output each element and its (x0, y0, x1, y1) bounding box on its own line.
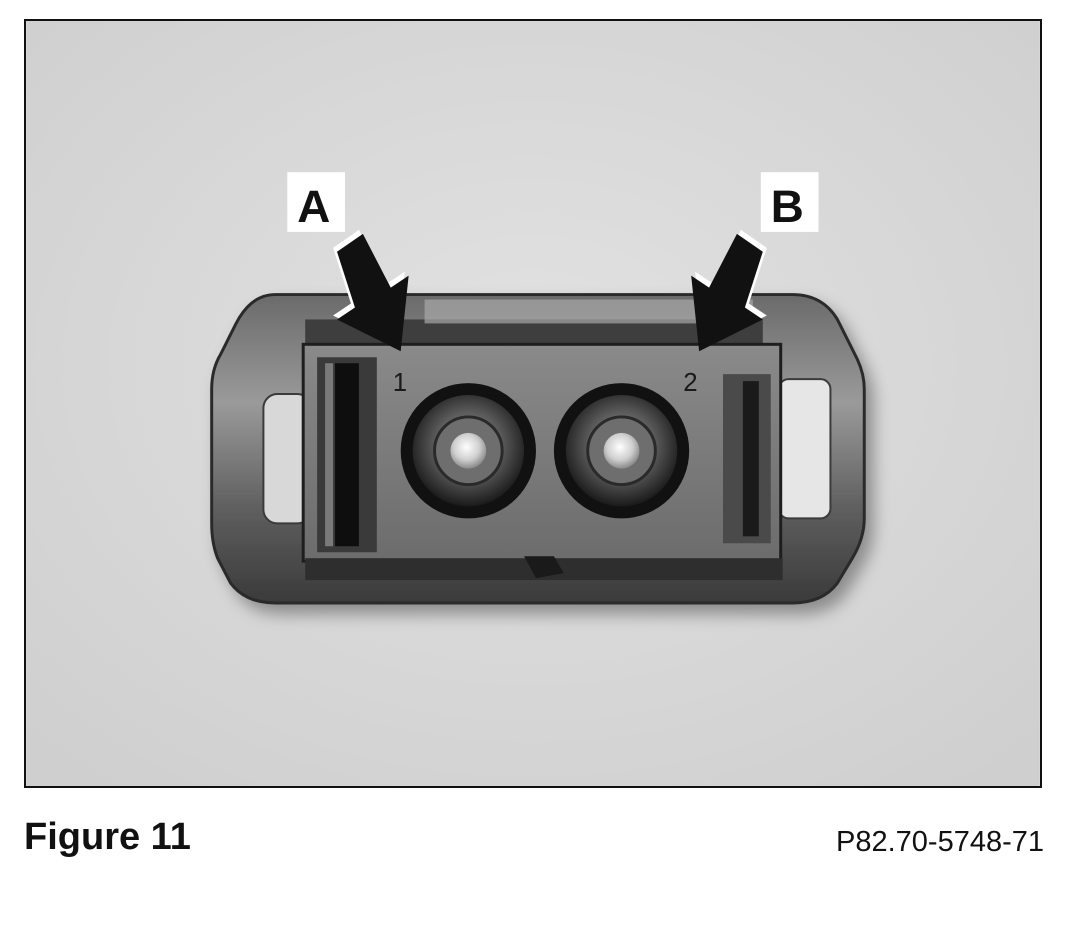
pin-number-1: 1 (393, 369, 407, 397)
left-locking-edge (325, 363, 334, 547)
figure-caption: Figure 11 (24, 816, 191, 858)
connector-top-highlight (424, 299, 753, 324)
figure-photo: 1 2 A B (24, 19, 1042, 788)
socket-1 (400, 383, 536, 519)
figure-reference-code: P82.70-5748-71 (836, 826, 1044, 858)
pin-contact-2 (603, 432, 640, 469)
pin-number-2: 2 (683, 369, 697, 397)
arrow-b-icon (691, 229, 767, 352)
callout-a-box (287, 172, 345, 232)
connector-face (301, 342, 783, 563)
pin-contact-1 (450, 432, 487, 469)
socket-2 (553, 383, 690, 519)
right-latch-slot (777, 378, 832, 520)
bottom-key-tab (524, 556, 564, 579)
arrow-a-icon (333, 229, 409, 352)
left-locking-groove (335, 363, 359, 547)
connector-illustration: 1 2 A B (26, 21, 1040, 786)
callout-b-label: B (771, 181, 804, 232)
right-locking-groove (742, 381, 759, 537)
callout-a-label: A (297, 181, 330, 232)
callout-b-box (760, 172, 819, 232)
